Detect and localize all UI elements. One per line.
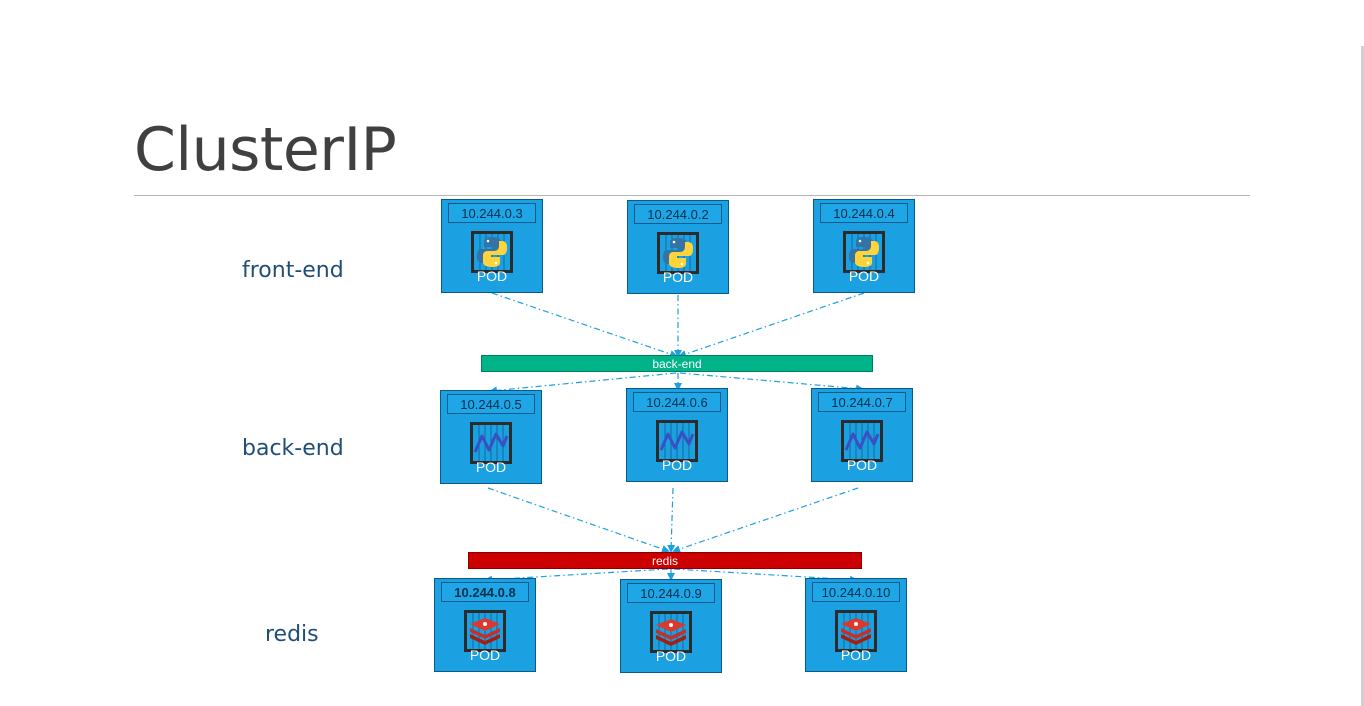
pod-label: POD [469,647,501,663]
service-back-end: back-end [481,355,873,372]
service-back-end-label: back-end [652,357,702,371]
pod-front-end-1: 10.244.0.3 POD [441,199,543,293]
pod-ip: 10.244.0.5 [447,394,535,414]
pod-back-end-2: 10.244.0.6 POD [626,388,728,482]
graph-icon [841,420,883,462]
redis-icon [835,610,877,652]
title-divider [134,195,1250,196]
pod-redis-3: 10.244.0.10 POD [805,578,907,672]
redis-icon [464,610,506,652]
slide-title: ClusterIP [134,115,397,185]
service-redis-label: redis [651,554,678,568]
pod-ip: 10.244.0.2 [634,204,722,224]
pod-label: POD [840,647,872,663]
redis-icon [650,611,692,653]
tier-label-back-end: back-end [242,436,344,461]
window-edge [1361,46,1364,706]
pod-back-end-3: 10.244.0.7 POD [811,388,913,482]
pod-label: POD [846,457,878,473]
pod-label: POD [848,268,880,284]
connector-fe3-to-svc [678,292,865,358]
connector-be2-to-redis [667,487,676,553]
pod-ip: 10.244.0.6 [633,392,721,412]
connector-be3-to-redis [672,487,859,553]
python-icon [657,232,699,274]
python-icon [471,231,513,273]
pod-label: POD [661,457,693,473]
pod-ip: 10.244.0.4 [820,203,908,223]
pod-ip: 10.244.0.9 [627,583,715,603]
pod-back-end-1: 10.244.0.5 POD [440,390,542,484]
pod-redis-2: 10.244.0.9 POD [620,579,722,673]
pod-label: POD [662,269,694,285]
connector-be1-to-redis [487,487,670,553]
pod-front-end-2: 10.244.0.2 POD [627,200,729,294]
connector-svc-to-be3 [679,372,864,393]
pod-redis-1: 10.244.0.8 POD [434,578,536,672]
graph-icon [470,422,512,464]
pod-label: POD [475,459,507,475]
pod-label: POD [476,268,508,284]
pod-front-end-3: 10.244.0.4 POD [813,199,915,293]
pod-label: POD [655,648,687,664]
tier-label-front-end: front-end [242,258,344,283]
connector-svc-to-be1 [489,372,677,395]
pod-ip: 10.244.0.10 [812,582,900,602]
pod-ip: 10.244.0.3 [448,203,536,223]
pod-ip: 10.244.0.8 [441,582,529,602]
tier-label-redis: redis [265,622,319,647]
python-icon [843,231,885,273]
service-redis: redis [468,552,862,569]
connector-fe1-to-svc [491,292,678,358]
graph-icon [656,420,698,462]
pod-ip: 10.244.0.7 [818,392,906,412]
